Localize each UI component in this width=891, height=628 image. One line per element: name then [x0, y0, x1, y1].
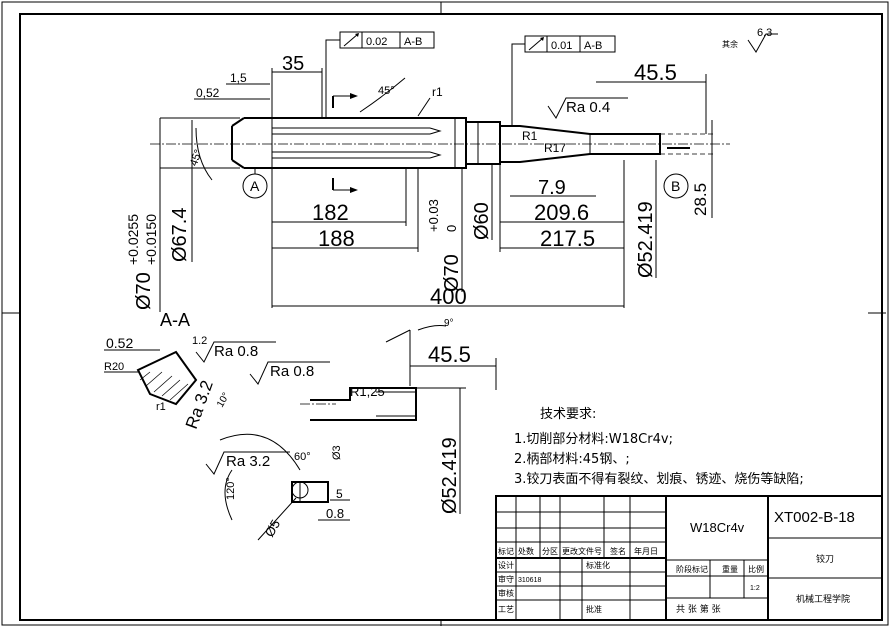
dim-phi-70-b-lower: 0: [444, 225, 459, 232]
dim-0-52: 0,52: [196, 86, 220, 100]
tolerance-right-value: 0.01: [551, 40, 572, 52]
dim-phi-70-b: Ø70: [441, 254, 463, 292]
technical-requirements: 技术要求: 1.切削部分材料:W18Cr4v; 2.柄部材料:45钢、; 3.铰…: [514, 407, 804, 487]
dim-1-5: 1,5: [230, 71, 247, 85]
dim-phi-70: Ø70: [133, 272, 155, 310]
tb-head-file: 更改文件号: [562, 546, 602, 556]
det-9-deg: 9°: [444, 318, 454, 329]
tb-scale-label: 比例: [748, 564, 764, 574]
angle-45-top: 45°: [378, 85, 395, 97]
dim-400: 400: [430, 284, 467, 309]
tb-standard: 标准化: [586, 560, 610, 570]
det-R1-25: R1,25: [350, 384, 385, 399]
sec-phi-3: Ø3: [331, 445, 343, 460]
tolerance-frame-right: 0.01 A-B: [511, 35, 616, 126]
datum-B-label: B: [671, 178, 680, 194]
roughness-ra-0-4: Ra 0.4: [566, 99, 610, 116]
sec-ra-3-2-a: Ra 3.2: [182, 378, 217, 432]
dim-209-6: 209.6: [534, 200, 589, 225]
tech-req-item-1: 1.切削部分材料:W18Cr4v;: [514, 432, 673, 447]
dim-7-9: 7.9: [538, 177, 566, 199]
tb-design: 设计: [498, 560, 514, 570]
tb-approve: 批准: [586, 604, 602, 614]
dim-28-5: 28.5: [691, 183, 710, 216]
dim-phi-70-lower-tol: +0.0150: [143, 214, 159, 265]
sec-ra-0-8-a: Ra 0.8: [214, 343, 258, 360]
tb-review: 审核: [498, 588, 514, 598]
sec-10-deg: 10°: [215, 391, 232, 410]
detail-view: 9° 45.5 R1,25 Ø52.419: [300, 318, 497, 514]
det-dim-45-5: 45.5: [428, 342, 471, 367]
sec-0-8: 0.8: [326, 506, 344, 521]
angle-45-left: 45°: [188, 148, 205, 168]
sec-120-deg: 120°: [225, 477, 237, 500]
dim-188: 188: [318, 226, 355, 251]
tb-head-zone: 分区: [542, 547, 558, 556]
radius-r1-top: r1: [432, 85, 443, 99]
dim-35: 35: [282, 53, 304, 75]
det-phi-52-419: Ø52.419: [439, 437, 461, 514]
tb-head-mark: 标记: [498, 546, 514, 556]
tb-sheets: 共 张 第 张: [676, 603, 721, 615]
title-block: 标记 处数 分区 更改文件号 签名 年月日 设计 审守 310618 标准化 审…: [495, 495, 883, 621]
tb-drawing-no: XT002-B-18: [774, 509, 855, 526]
main-view: [150, 93, 730, 193]
dim-phi-70-upper-tol: +0.0255: [125, 214, 141, 265]
sec-dim-1-2: 1.2: [192, 335, 207, 347]
tech-req-item-2: 2.柄部材料:45钢、;: [514, 452, 630, 467]
tb-scale-value: 1:2: [750, 585, 760, 592]
corner-roughness: 其余 6.3: [722, 27, 778, 53]
tolerance-right-datum: A-B: [584, 40, 602, 52]
tb-sign-no: 审守: [498, 574, 514, 584]
sec-60-deg: 60°: [294, 451, 311, 463]
dim-phi-67-4: Ø67.4: [169, 208, 191, 262]
radius-R17: R17: [544, 141, 566, 155]
sec-ra-0-8-b: Ra 0.8: [270, 363, 314, 380]
tech-req-title: 技术要求:: [540, 407, 596, 422]
tb-weight: 重量: [722, 564, 738, 574]
tb-head-count: 处数: [518, 546, 534, 556]
tb-part-name: 铰刀: [816, 553, 834, 565]
dim-phi-60: Ø60: [471, 202, 493, 240]
dim-phi-70-b-upper: +0.03: [426, 199, 441, 232]
sec-r1: r1: [156, 401, 166, 413]
tolerance-frame-left: 0.02 A-B: [325, 31, 435, 118]
dim-182: 182: [312, 200, 349, 225]
tolerance-left-value: 0.02: [366, 36, 387, 48]
tech-req-item-3: 3.铰刀表面不得有裂纹、划痕、锈迹、烧伤等缺陷;: [514, 471, 804, 487]
tb-design-no: 310618: [518, 577, 541, 584]
radius-R1: R1: [522, 129, 538, 143]
tb-stage: 阶段标记: [676, 564, 708, 574]
dim-45-5: 45.5: [634, 60, 677, 85]
sec-5: 5: [336, 487, 343, 501]
sec-phi-5: Ø5: [262, 517, 284, 540]
tb-head-date: 年月日: [634, 546, 658, 556]
inner-frame: [19, 13, 883, 621]
dimensions-main: 35 1,5 0,52 45° 45° r1 45.5 Ra 0.4 R1 R1…: [125, 53, 713, 312]
tb-school: 机械工程学院: [796, 593, 850, 605]
roughness-rest-value: 6.3: [757, 27, 772, 39]
tb-process: 工艺: [498, 605, 514, 614]
dim-phi-52-419: Ø52.419: [635, 201, 657, 278]
sec-dim-0-52: 0.52: [106, 335, 133, 351]
tb-material: W18Cr4v: [690, 520, 745, 535]
tb-head-sign: 签名: [610, 546, 626, 556]
section-A-A: A-A 0.52 1.2 Ra 0.8 Ra 0.8 R20 r1 Ra 3.2…: [104, 310, 350, 541]
dim-217-5: 217.5: [540, 226, 595, 251]
sec-R20: R20: [104, 361, 124, 373]
section-label: A-A: [160, 310, 190, 330]
datum-A-label: A: [250, 178, 260, 194]
tolerance-left-datum: A-B: [404, 36, 422, 48]
sec-ra-3-2-b: Ra 3.2: [226, 453, 270, 470]
roughness-rest-label: 其余: [722, 39, 738, 49]
datum-marker-B: [663, 173, 689, 199]
